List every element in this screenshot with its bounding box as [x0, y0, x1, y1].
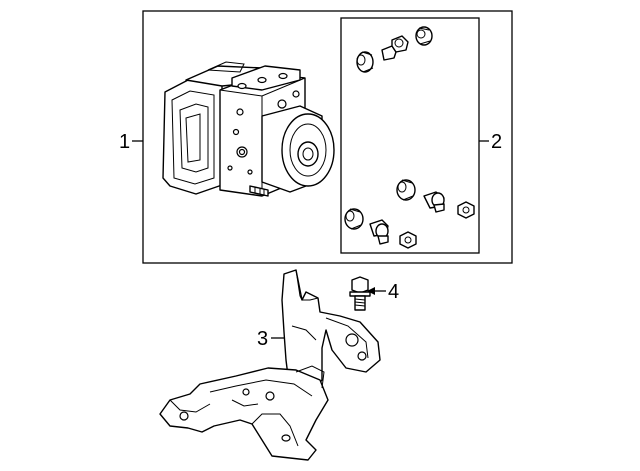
mounting-bracket [159, 269, 381, 461]
assembly-frame [142, 10, 513, 264]
callout-1[interactable]: 1 [119, 131, 143, 153]
collar-bolt-mid [423, 191, 445, 213]
callout-2[interactable]: 2 [479, 131, 502, 153]
grommet-bottom [344, 208, 364, 230]
grommet-top-left [356, 51, 374, 73]
grommet-top-right [415, 26, 433, 46]
nut-bottom [399, 231, 417, 249]
svg-text:2: 2 [491, 131, 502, 153]
collar-bolt-bottom [369, 219, 389, 245]
flange-bolt [349, 276, 371, 311]
callout-4[interactable]: 4 [367, 281, 399, 303]
svg-text:3: 3 [257, 328, 268, 350]
svg-text:1: 1 [119, 131, 130, 153]
nut-mid [457, 201, 475, 219]
svg-text:4: 4 [388, 281, 399, 303]
grommet-mid [396, 179, 416, 201]
abs-modulator-unit [162, 61, 335, 197]
kit-frame [340, 17, 480, 254]
collar-bolt-top [381, 35, 409, 61]
